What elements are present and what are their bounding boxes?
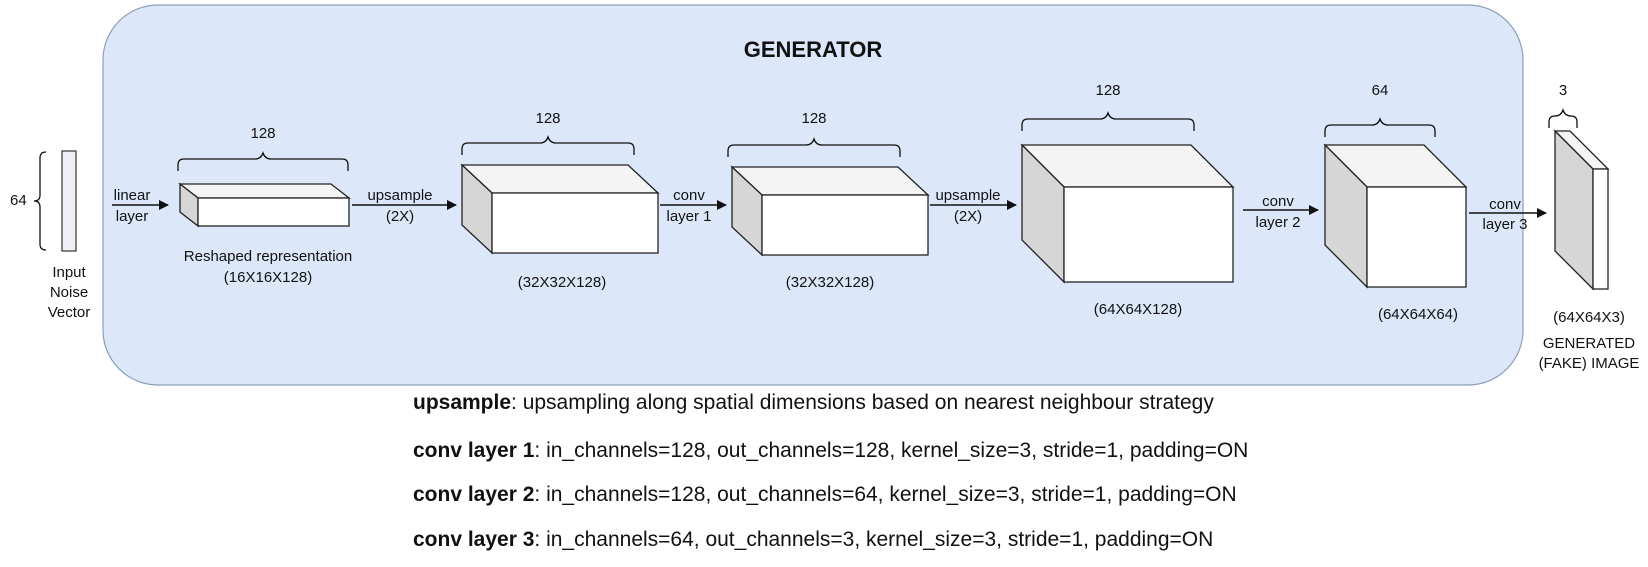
block-4-caption: (64X64X128) [1094, 301, 1182, 318]
output-caption-line-2: GENERATED [1543, 335, 1635, 352]
block-1-channel-brace [177, 150, 349, 171]
linear-layer-label-line-2: layer [116, 208, 149, 225]
block-5-caption: (64X64X64) [1378, 306, 1458, 323]
input-size-label: 64 [10, 192, 27, 209]
upsample-1-label-line-1: upsample [367, 187, 432, 204]
output-channels: 3 [1559, 82, 1567, 99]
output-caption-line-3: (FAKE) IMAGE [1539, 355, 1640, 372]
block-2-channel-brace [461, 134, 635, 155]
block-4-channel-brace [1021, 110, 1195, 131]
block-32x32x128-b [730, 165, 930, 257]
legend-conv-layer-3: conv layer 3: in_channels=64, out_channe… [413, 528, 1213, 552]
output-channel-brace [1548, 107, 1578, 128]
block-64x64x128 [1020, 143, 1235, 284]
upsample-2-label-line-2: (2X) [954, 208, 982, 225]
block-3-channel-brace [727, 136, 901, 157]
block-4-channels: 128 [1095, 82, 1120, 99]
generator-title: GENERATOR [744, 37, 883, 62]
conv-layer-1-label-line-1: conv [673, 187, 705, 204]
legend-conv-layer-2-term: conv layer 2 [413, 483, 535, 506]
block-1-caption-line-1: Reshaped representation [184, 248, 352, 265]
legend-conv-layer-2-desc: : in_channels=128, out_channels=64, kern… [534, 483, 1237, 506]
block-2-caption: (32X32X128) [518, 274, 606, 291]
block-1-channels: 128 [250, 125, 275, 142]
input-size-brace [33, 151, 47, 251]
output-caption-line-1: (64X64X3) [1553, 309, 1625, 326]
block-64x64x64 [1323, 143, 1468, 289]
legend-conv-layer-3-term: conv layer 3 [413, 528, 535, 551]
conv-layer-2-label-line-1: conv [1262, 193, 1294, 210]
input-label-line-3: Vector [48, 304, 91, 321]
legend-conv-layer-1-term: conv layer 1 [413, 439, 535, 462]
legend-conv-layer-3-desc: : in_channels=64, out_channels=3, kernel… [534, 528, 1214, 551]
legend-upsample-desc: : upsampling along spatial dimensions ba… [511, 391, 1214, 414]
legend-upsample-term: upsample [413, 391, 512, 414]
block-5-channel-brace [1324, 116, 1436, 137]
block-1-caption-line-2: (16X16X128) [224, 269, 312, 286]
input-noise-vector [61, 150, 77, 252]
linear-layer-label-line-1: linear [114, 187, 151, 204]
upsample-2-label-line-1: upsample [935, 187, 1000, 204]
legend-conv-layer-1-desc: : in_channels=128, out_channels=128, ker… [534, 439, 1249, 462]
legend-upsample: upsample: upsampling along spatial dimen… [413, 391, 1214, 415]
conv-layer-1-label-line-2: layer 1 [666, 208, 711, 225]
legend-conv-layer-2: conv layer 2: in_channels=128, out_chann… [413, 483, 1237, 507]
conv-layer-3-label-line-1: conv [1489, 196, 1521, 213]
block-32x32x128-a [460, 163, 660, 255]
block-2-channels: 128 [535, 110, 560, 127]
block-reshaped [178, 182, 351, 228]
block-5-channels: 64 [1372, 82, 1389, 99]
output-generated-image [1553, 129, 1610, 291]
input-label-line-2: Noise [50, 284, 88, 301]
block-3-channels: 128 [801, 110, 826, 127]
upsample-1-label-line-2: (2X) [386, 208, 414, 225]
conv-layer-3-label-line-2: layer 3 [1482, 216, 1527, 233]
conv-layer-2-label-line-2: layer 2 [1255, 214, 1300, 231]
input-label-line-1: Input [52, 264, 86, 281]
legend-conv-layer-1: conv layer 1: in_channels=128, out_chann… [413, 439, 1248, 463]
block-3-caption: (32X32X128) [786, 274, 874, 291]
